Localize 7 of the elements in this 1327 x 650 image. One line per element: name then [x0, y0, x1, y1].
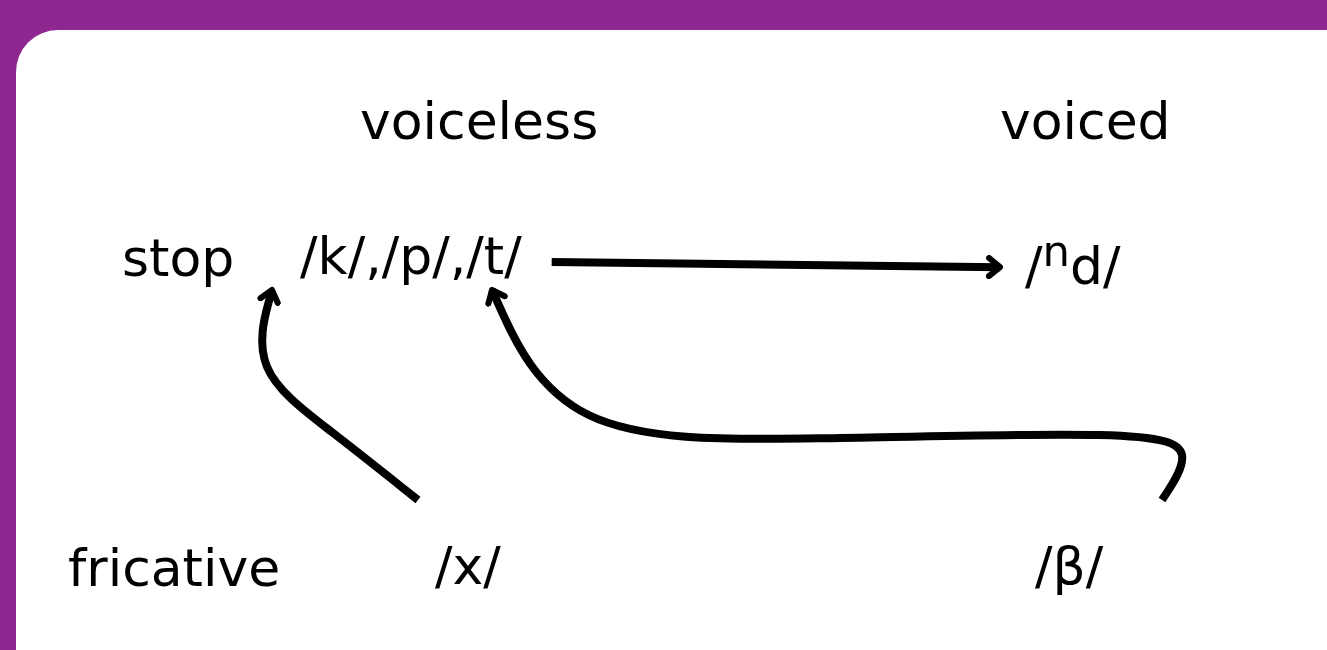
column-header: voiceless	[360, 95, 599, 147]
phoneme-label: /x/	[435, 540, 501, 592]
row-header: fricative	[68, 542, 281, 594]
column-header: voiced	[1000, 95, 1171, 147]
arrow	[485, 287, 1186, 503]
arrow	[257, 287, 421, 504]
phoneme-label: /$^{n}$d/	[1025, 230, 1121, 293]
